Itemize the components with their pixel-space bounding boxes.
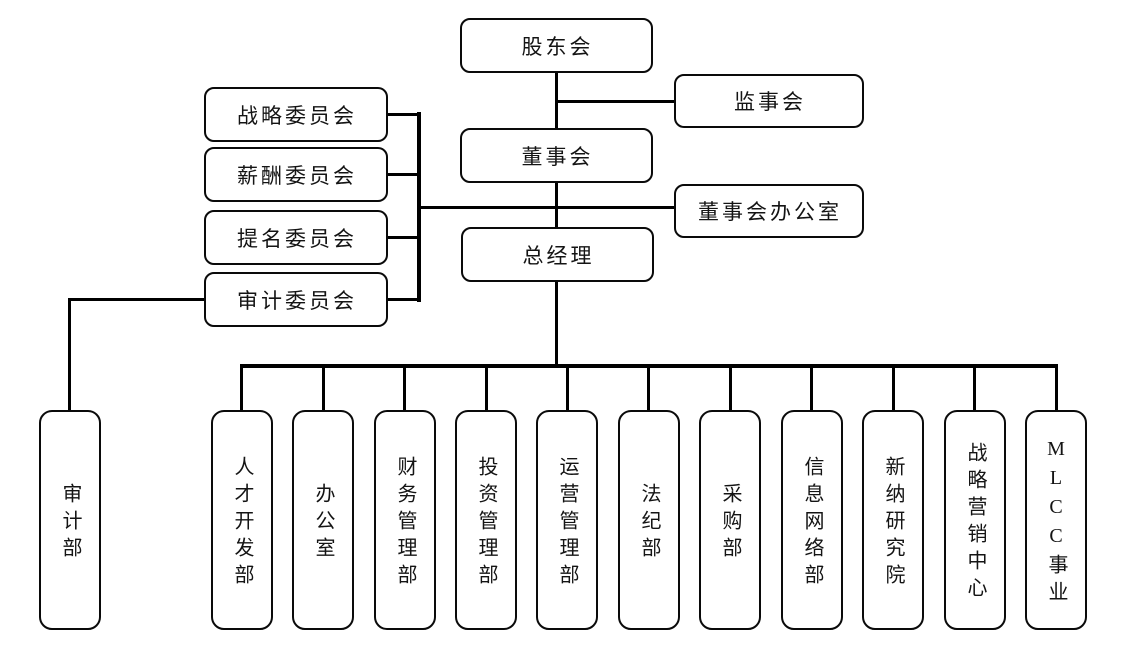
node-dept-talent-development-label: 人才开发部	[231, 455, 253, 591]
connector-audit-committee	[388, 298, 419, 301]
node-dept-audit-label: 审计部	[59, 482, 81, 564]
node-dept-strategic-marketing-center: 战略营销中心	[944, 410, 1006, 630]
node-audit-committee-label: 审计委员会	[237, 288, 357, 313]
node-dept-legal-discipline: 法纪部	[618, 410, 680, 630]
node-dept-office: 办公室	[292, 410, 354, 630]
connector-audit-committee-left	[68, 298, 205, 301]
connector-audit-department-drop	[68, 298, 71, 410]
connector-strategy-committee	[388, 113, 419, 116]
connector-supervisory-board	[556, 100, 675, 103]
node-board-office-label: 董事会办公室	[698, 200, 842, 224]
connector-committees-board-office	[418, 206, 675, 209]
connector-drop-procurement	[729, 364, 732, 411]
node-dept-mlcc-business-label: MLCC事业	[1045, 438, 1067, 608]
connector-drop-research	[892, 364, 895, 411]
node-dept-procurement: 采购部	[699, 410, 761, 630]
node-dept-legal-discipline-label: 法纪部	[638, 482, 660, 564]
connector-drop-legal	[647, 364, 650, 411]
node-supervisory-board: 监事会	[674, 74, 864, 128]
node-dept-talent-development: 人才开发部	[211, 410, 273, 630]
node-dept-investment-management: 投资管理部	[455, 410, 517, 630]
node-board-of-directors-label: 董事会	[521, 144, 594, 169]
connector-drop-information	[810, 364, 813, 411]
node-board-of-directors: 董事会	[460, 128, 653, 183]
connector-drop-office	[322, 364, 325, 411]
node-supervisory-board-label: 监事会	[734, 90, 806, 114]
node-strategy-committee-label: 战略委员会	[237, 103, 357, 128]
node-dept-investment-management-label: 投资管理部	[475, 455, 497, 591]
connector-compensation-committee	[388, 173, 419, 176]
connector-drop-operations	[566, 364, 569, 411]
node-compensation-committee-label: 薪酬委员会	[237, 163, 357, 188]
node-shareholders-meeting: 股东会	[460, 18, 653, 73]
node-dept-procurement-label: 采购部	[719, 482, 741, 564]
node-dept-office-label: 办公室	[312, 482, 334, 564]
connector-committee-bus	[417, 112, 421, 302]
connector-drop-marketing	[973, 364, 976, 411]
connector-board-gm	[555, 182, 558, 228]
node-dept-information-network-label: 信息网络部	[801, 455, 823, 591]
node-nomination-committee-label: 提名委员会	[237, 226, 357, 251]
node-general-manager: 总经理	[461, 227, 654, 282]
node-dept-finance-management-label: 财务管理部	[394, 455, 416, 591]
node-dept-audit: 审计部	[39, 410, 101, 630]
node-audit-committee: 审计委员会	[204, 272, 388, 327]
connector-drop-investment	[485, 364, 488, 411]
connector-drop-finance	[403, 364, 406, 411]
node-dept-xinna-research-institute-label: 新纳研究院	[882, 455, 904, 591]
node-shareholders-meeting-label: 股东会	[521, 34, 594, 59]
connector-drop-talent	[240, 364, 243, 411]
node-dept-operations-management-label: 运营管理部	[556, 455, 578, 591]
node-nomination-committee: 提名委员会	[204, 210, 388, 265]
node-dept-strategic-marketing-center-label: 战略营销中心	[964, 442, 986, 604]
connector-gm-bus	[555, 281, 558, 367]
node-dept-information-network: 信息网络部	[781, 410, 843, 630]
connector-drop-mlcc	[1055, 364, 1058, 411]
node-compensation-committee: 薪酬委员会	[204, 147, 388, 202]
node-strategy-committee: 战略委员会	[204, 87, 388, 142]
node-general-manager-label: 总经理	[522, 243, 595, 268]
node-dept-xinna-research-institute: 新纳研究院	[862, 410, 924, 630]
node-board-office: 董事会办公室	[674, 184, 864, 238]
node-dept-operations-management: 运营管理部	[536, 410, 598, 630]
connector-nomination-committee	[388, 236, 419, 239]
node-dept-mlcc-business: MLCC事业	[1025, 410, 1087, 630]
node-dept-finance-management: 财务管理部	[374, 410, 436, 630]
